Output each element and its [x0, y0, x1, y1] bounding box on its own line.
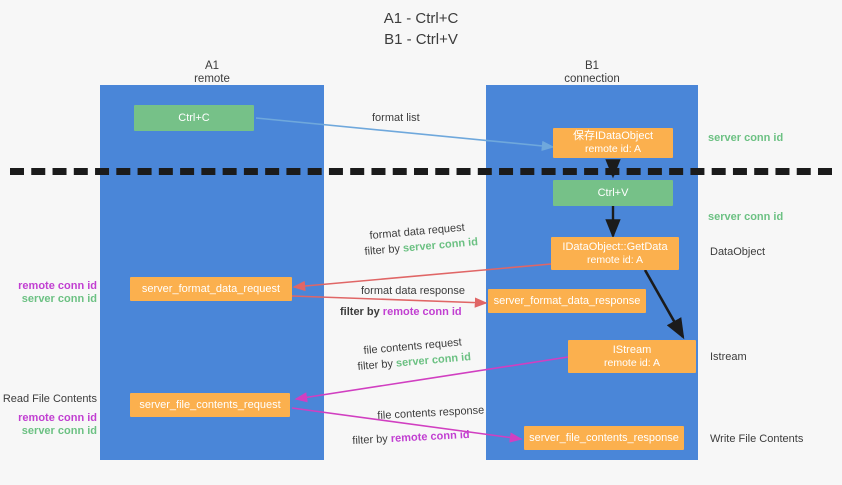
edge-label-file-contents-response-filter: filter by remote conn id: [352, 428, 470, 448]
right-label-istream: Istream: [710, 351, 747, 363]
title-line-2: B1 - Ctrl+V: [384, 31, 458, 48]
edge-label-format-list: format list: [372, 112, 420, 124]
left-label-server-conn-id-2: server conn id: [21, 425, 97, 437]
left-label-remote-conn-id-2: remote conn id: [18, 412, 97, 424]
node-data-object-remote-line2: remote id: A: [584, 143, 642, 155]
right-label-write-file-contents: Write File Contents: [710, 433, 804, 445]
node-idataobject-getdata[interactable]: IDataObject::GetData remote id: A: [551, 237, 679, 270]
right-label-server-conn-id-top: server conn id: [708, 132, 784, 144]
filter-prefix: filter by: [357, 357, 397, 373]
node-data-object-remote[interactable]: 保存IDataObject remote id: A: [553, 128, 673, 158]
left-label-remote-conn-id-1: remote conn id: [18, 280, 97, 292]
column-b1-sub: connection: [564, 73, 620, 85]
node-idataobject-getdata-line2: remote id: A: [586, 253, 644, 266]
filter-key-remote-conn-id: remote conn id: [382, 306, 462, 318]
node-istream[interactable]: IStream remote id: A: [568, 340, 696, 373]
node-ctrl-v-label: Ctrl+V: [597, 186, 629, 199]
edge-label-file-contents-response: file contents response: [377, 404, 485, 422]
node-server-format-data-request[interactable]: server_format_data_request: [130, 277, 292, 301]
node-server-file-contents-response-label: server_file_contents_response: [529, 431, 679, 444]
column-header-a1: A1 remote: [132, 60, 292, 86]
edge-label-format-data-response: format data response: [361, 285, 465, 297]
column-a1-name: A1: [204, 60, 220, 72]
left-label-read-file-contents: Read File Contents: [2, 393, 97, 405]
filter-prefix: filter by: [364, 242, 404, 258]
node-ctrl-c-label: Ctrl+C: [178, 111, 210, 124]
node-istream-line1: IStream: [612, 343, 652, 356]
node-ctrl-v[interactable]: Ctrl+V: [553, 180, 673, 206]
edge-label-format-data-response-filter: filter by remote conn id: [340, 305, 462, 319]
right-label-server-conn-id-mid: server conn id: [708, 211, 784, 223]
node-data-object-remote-line1: 保存IDataObject: [572, 130, 654, 142]
title-line-1: A1 - Ctrl+C: [383, 10, 459, 27]
column-a1-sub: remote: [194, 73, 230, 85]
filter-key-remote-conn-id: remote conn id: [390, 428, 470, 445]
node-server-file-contents-response[interactable]: server_file_contents_response: [524, 426, 684, 450]
node-server-format-data-response[interactable]: server_format_data_response: [488, 289, 646, 313]
right-label-data-object: DataObject: [710, 246, 766, 258]
column-header-b1: B1 connection: [512, 60, 672, 86]
filter-prefix: filter by: [352, 432, 392, 447]
node-server-file-contents-request-label: server_file_contents_request: [139, 398, 281, 411]
phase-divider: [10, 168, 832, 175]
filter-prefix: filter by: [340, 306, 383, 318]
node-istream-line2: remote id: A: [603, 356, 661, 369]
column-b1-name: B1: [584, 60, 600, 72]
node-server-file-contents-request[interactable]: server_file_contents_request: [130, 393, 290, 417]
node-server-format-data-request-label: server_format_data_request: [141, 282, 281, 295]
node-ctrl-c[interactable]: Ctrl+C: [134, 105, 254, 131]
page-title: A1 - Ctrl+C B1 - Ctrl+V: [0, 8, 842, 50]
node-server-format-data-response-label: server_format_data_response: [493, 294, 641, 307]
left-label-server-conn-id-1: server conn id: [21, 293, 97, 305]
node-idataobject-getdata-line1: IDataObject::GetData: [562, 240, 668, 253]
